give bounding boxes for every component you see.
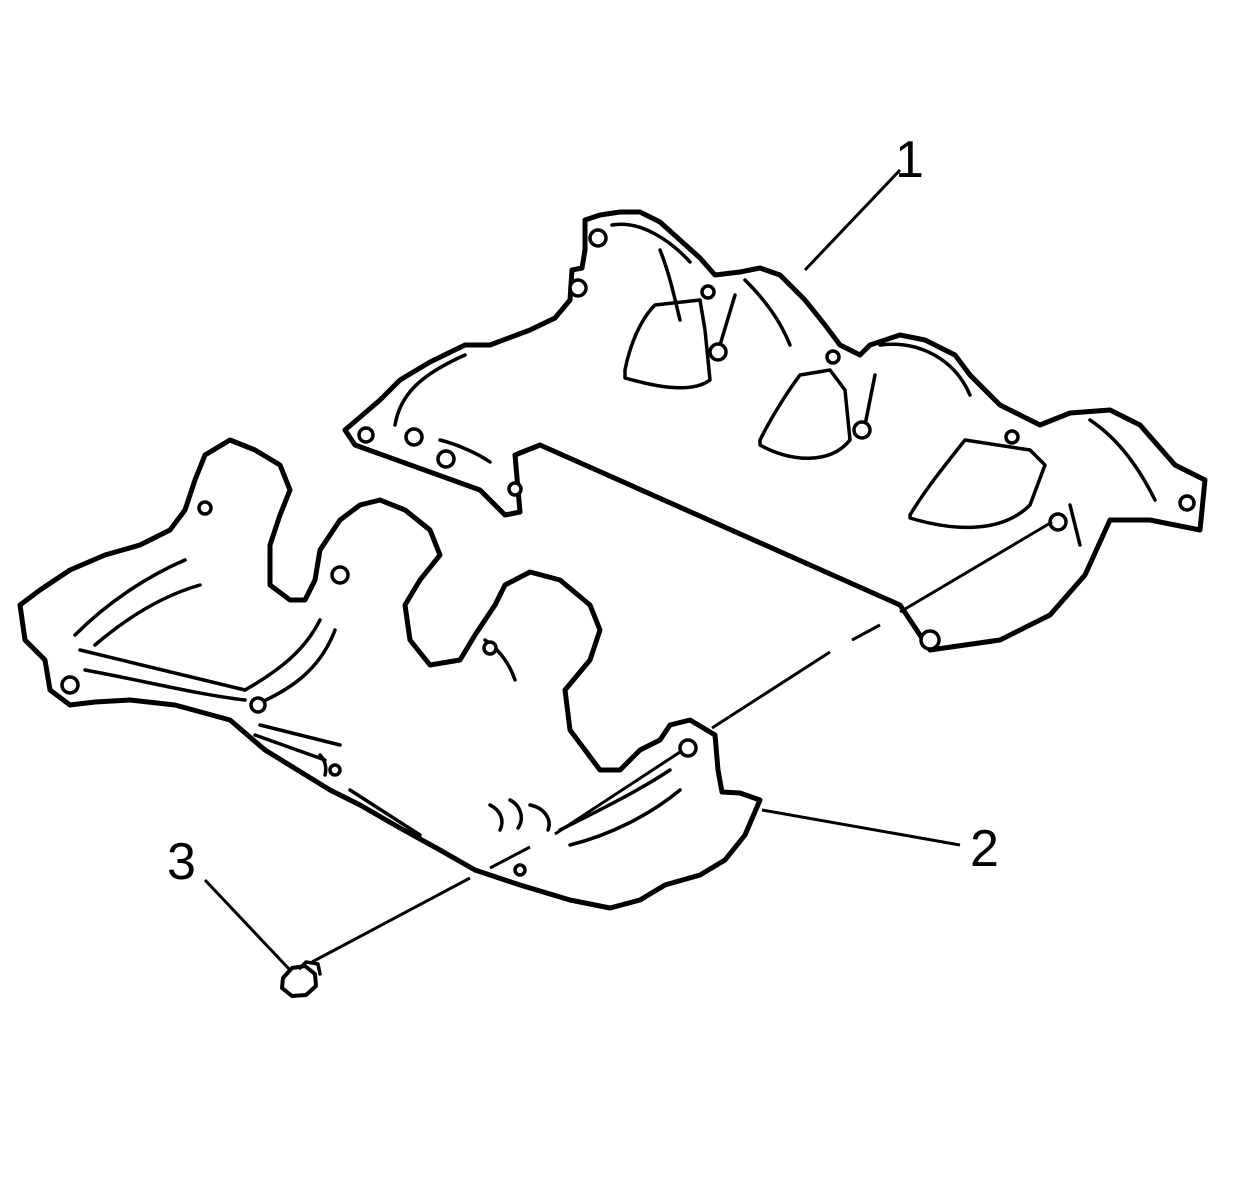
manifold-bolt <box>280 960 322 998</box>
callout-3: 3 <box>167 833 196 891</box>
leader-line-3 <box>203 878 292 972</box>
leader-lines <box>203 168 961 972</box>
exhaust-manifold-heat-shield <box>17 437 763 911</box>
exhaust-manifold <box>342 209 1208 653</box>
installation-axis <box>311 520 1053 964</box>
callout-2: 2 <box>970 820 999 878</box>
leader-line-2 <box>761 808 961 847</box>
leader-line-1 <box>803 168 902 272</box>
callout-1: 1 <box>895 131 924 189</box>
